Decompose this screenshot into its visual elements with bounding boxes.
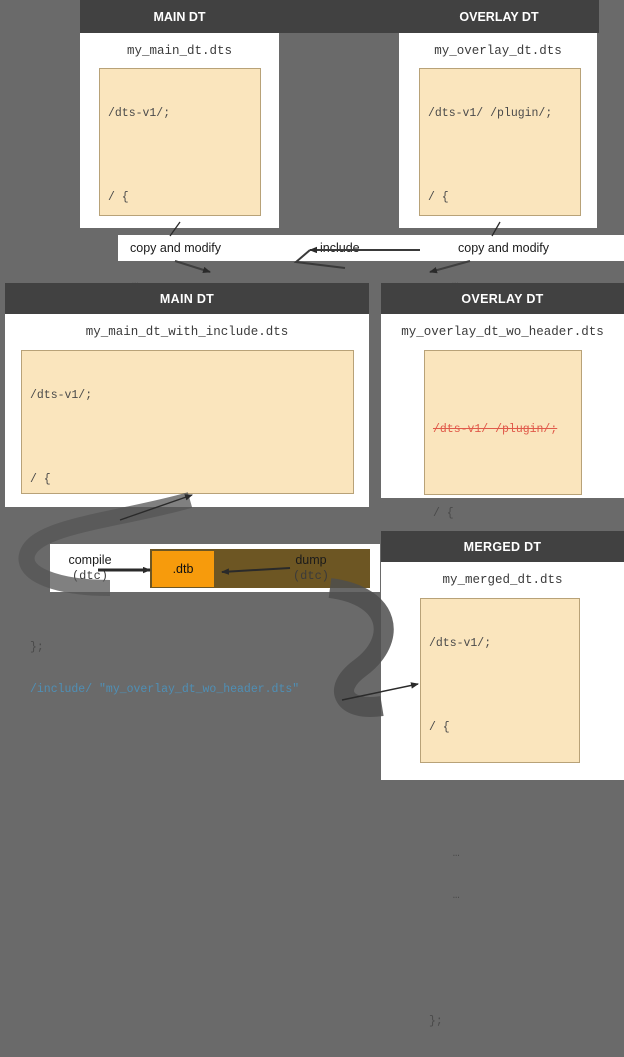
row1-main-header-label: MAIN DT [153,9,206,24]
code-line: /dts-v1/; [108,107,171,120]
row1-header-bar [80,0,599,33]
copy-and-modify-right-label: copy and modify [458,241,550,255]
row1-overlay-header-label: OVERLAY DT [459,9,539,24]
code-line: / { [429,721,450,734]
merged-dt-filename: my_merged_dt.dts [442,573,563,587]
dtb-artifact-box: .dtb [152,551,214,587]
copy-and-modify-left-label: copy and modify [130,241,222,255]
code-line: … [429,847,461,860]
row1-overlay-filename: my_overlay_dt.dts [434,44,562,58]
row2-main-codebox: /dts-v1/; / { … }; /include/ "my_overlay… [21,350,354,696]
code-line: /dts-v1/ /plugin/; [428,107,553,120]
code-line: / { [30,473,51,486]
code-line: }; [30,641,44,654]
merged-dt-codebox: /dts-v1/; / { … … }; [420,598,580,1028]
code-line-struck: /dts-v1/ /plugin/; [433,423,558,436]
code-line: / { [433,507,454,520]
include-label: include [320,241,360,255]
merged-dt-header: MERGED DT [381,531,624,562]
code-line: /dts-v1/; [429,637,492,650]
compile-label-group: compile (dtc) [54,553,126,584]
code-line: … [428,275,460,288]
diagram-canvas: MAIN DT OVERLAY DT my_main_dt.dts /dts-v… [5,0,624,1028]
row2-overlay-codebox: /dts-v1/ /plugin/; / { … }; [424,350,582,688]
code-line: / { [108,191,129,204]
row1-main-filename: my_main_dt.dts [126,44,233,58]
code-line: … [429,889,461,902]
code-line: / { [428,191,449,204]
dump-label: dump [295,553,327,567]
code-line: /dts-v1/; [30,389,93,402]
code-line: }; [429,1015,443,1028]
code-line-include: /include/ "my_overlay_dt_wo_header.dts" [30,683,300,696]
row1-overlay-codebox: /dts-v1/ /plugin/; / { … }; [419,68,581,372]
row1-main-codebox: /dts-v1/; / { … }; [99,68,261,372]
row2-overlay-filename: my_overlay_dt_wo_header.dts [401,325,604,339]
code-line: … [108,275,140,288]
dump-tool: (dtc) [292,569,329,583]
dump-label-group: dump (dtc) [274,553,348,584]
row2-main-header: MAIN DT [5,283,369,314]
row2-main-filename: my_main_dt_with_include.dts [85,325,289,339]
compile-tool: (dtc) [71,569,108,583]
compile-label: compile [68,553,112,567]
connector-strip [118,235,624,261]
row2-overlay-header: OVERLAY DT [381,283,624,314]
